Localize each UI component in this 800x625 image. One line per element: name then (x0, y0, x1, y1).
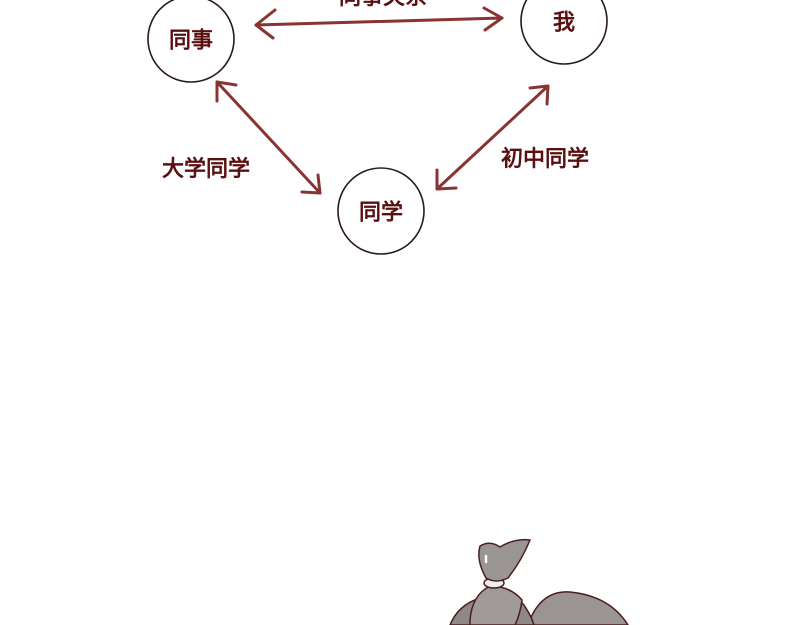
edge-label-colleague-me: 同事关系 (339, 0, 427, 10)
node-classmate: 同学 (337, 167, 425, 255)
node-me: 我 (520, 0, 608, 65)
character-illustration (449, 538, 629, 625)
node-label: 同事 (169, 28, 213, 54)
edge-label-me-classmate: 初中同学 (501, 146, 589, 172)
arrow-colleague-classmate (215, 80, 322, 195)
node-label: 我 (553, 11, 575, 36)
arrow-me-classmate (435, 84, 550, 191)
edge-label-colleague-classmate: 大学同学 (162, 156, 250, 182)
node-label: 同学 (359, 200, 403, 226)
arrow-colleague-me (254, 6, 504, 40)
node-colleague: 同事 (147, 0, 235, 83)
